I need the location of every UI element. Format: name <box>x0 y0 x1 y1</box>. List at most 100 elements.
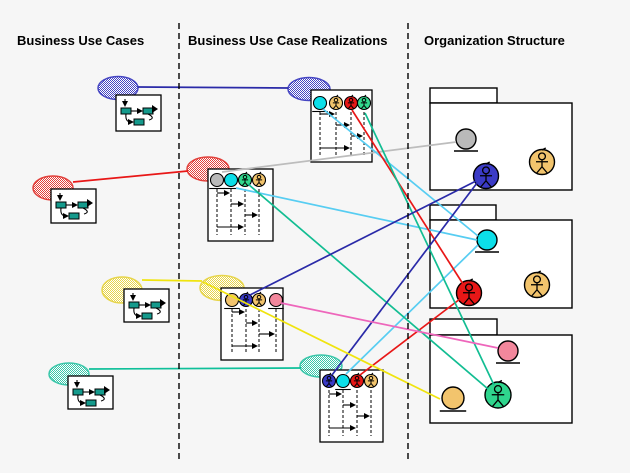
org-unit-bottom[interactable] <box>429 318 573 424</box>
link-pink-entity-trace[interactable] <box>280 302 499 349</box>
org-unit-middle[interactable] <box>429 204 573 309</box>
link-orange-entity-trace[interactable] <box>202 281 441 400</box>
object-orange-worker[interactable] <box>363 372 379 389</box>
link-blue-worker-trace-1[interactable] <box>249 180 477 296</box>
arrowhead-icon <box>238 201 244 207</box>
link-blue-worker-trace-2[interactable] <box>331 182 478 376</box>
arrowhead-icon <box>87 199 93 207</box>
object-orange-entity[interactable] <box>224 292 240 310</box>
activity-state <box>142 107 154 115</box>
member-green-worker[interactable] <box>484 379 512 409</box>
activity-diagram-box[interactable] <box>123 288 170 323</box>
worker-figure <box>497 379 503 384</box>
worker-figure <box>370 383 375 388</box>
activity-state <box>55 201 67 209</box>
activity-flow <box>99 394 105 402</box>
arrowhead-icon <box>145 302 151 308</box>
object-orange-worker[interactable] <box>251 291 267 308</box>
worker-figure <box>536 166 543 174</box>
worker-figure <box>258 171 262 175</box>
member-blue-worker[interactable] <box>472 161 500 190</box>
object-cyan-entity[interactable] <box>335 373 351 391</box>
sequence-diagram-box[interactable] <box>207 168 274 242</box>
sequence-diagram-box[interactable] <box>319 369 384 443</box>
arrowhead-icon <box>350 425 356 431</box>
link-uc-teal-to-realization[interactable] <box>88 367 302 370</box>
worker-figure <box>335 94 339 98</box>
activity-state <box>133 118 145 126</box>
link-green-worker-trace-1[interactable] <box>364 112 495 386</box>
member-orange-entity[interactable] <box>439 386 467 412</box>
object-orange-worker[interactable] <box>251 171 267 188</box>
org-unit-top[interactable] <box>429 87 573 191</box>
link-uc-blue-to-realization[interactable] <box>137 86 289 89</box>
use-case-red[interactable] <box>32 175 97 224</box>
member-pink-entity[interactable] <box>496 340 520 364</box>
member-orange-worker[interactable] <box>523 270 551 299</box>
activity-state <box>141 312 153 320</box>
folder-body[interactable] <box>429 102 573 191</box>
arrowhead-icon <box>72 202 78 208</box>
link-uc-yellow-to-realization[interactable] <box>141 279 203 282</box>
realization-yellow[interactable] <box>199 274 284 361</box>
arrowhead-icon <box>63 213 69 219</box>
activity-state <box>120 107 132 115</box>
arrowhead-icon <box>269 331 275 337</box>
arrowhead-icon <box>160 299 166 307</box>
object-red-worker[interactable] <box>349 372 365 389</box>
activity-diagram-box[interactable] <box>115 94 162 132</box>
use-case-yellow[interactable] <box>101 276 170 323</box>
worker-figure <box>335 105 340 110</box>
worker-figure <box>480 180 487 188</box>
object-blue-worker[interactable] <box>321 372 337 389</box>
object-green-worker[interactable] <box>237 171 253 188</box>
arrowhead-icon <box>350 402 356 408</box>
worker-figure <box>468 278 474 282</box>
activity-state <box>85 399 97 407</box>
worker-figure <box>350 105 355 110</box>
worker-figure <box>258 302 263 307</box>
arrowhead-icon <box>336 391 342 397</box>
folder-tab-icon <box>429 204 497 221</box>
activity-state <box>94 388 106 396</box>
activity-diagram-box[interactable] <box>67 375 114 410</box>
arrowhead-icon <box>252 343 258 349</box>
member-red-worker[interactable] <box>455 278 483 307</box>
worker-figure <box>356 383 361 388</box>
link-cyan-entity-trace-2[interactable] <box>235 187 478 241</box>
worker-figure <box>463 297 470 305</box>
worker-figure <box>350 94 354 98</box>
realization-teal[interactable] <box>299 354 384 443</box>
worker-figure <box>255 182 260 187</box>
member-orange-worker[interactable] <box>528 147 556 176</box>
use-case-blue[interactable] <box>97 75 162 132</box>
member-cyan-entity[interactable] <box>475 229 499 253</box>
worker-figure <box>531 289 538 297</box>
arrowhead-icon <box>136 313 142 319</box>
worker-figure <box>536 270 542 274</box>
worker-figure <box>332 105 337 110</box>
activity-flow <box>155 307 161 315</box>
object-green-worker[interactable] <box>356 94 372 111</box>
use-case-teal[interactable] <box>48 362 114 410</box>
worker-figure <box>536 289 543 297</box>
activity-diagram-box[interactable] <box>50 188 97 224</box>
arrowhead-icon <box>239 309 245 315</box>
link-red-worker-trace-2[interactable] <box>359 298 461 376</box>
link-uc-red-to-realization[interactable] <box>72 170 189 183</box>
entity-circle-icon <box>223 172 239 188</box>
worker-figure <box>493 384 503 394</box>
column-header-business-use-cases: Business Use Cases <box>17 33 144 48</box>
arrowhead-icon <box>137 108 143 114</box>
link-green-worker-trace-2[interactable] <box>247 183 489 390</box>
link-gray-entity-trace[interactable] <box>221 141 457 173</box>
member-gray-entity[interactable] <box>454 128 478 152</box>
worker-figure <box>370 372 374 376</box>
object-orange-worker[interactable] <box>328 94 344 111</box>
activity-state <box>68 212 80 220</box>
worker-figure <box>258 182 263 187</box>
object-pink-entity[interactable] <box>268 292 284 310</box>
sequence-diagram-box[interactable] <box>220 287 284 361</box>
link-cyan-entity-trace-3[interactable] <box>345 244 479 375</box>
object-gray-entity[interactable] <box>209 172 225 190</box>
